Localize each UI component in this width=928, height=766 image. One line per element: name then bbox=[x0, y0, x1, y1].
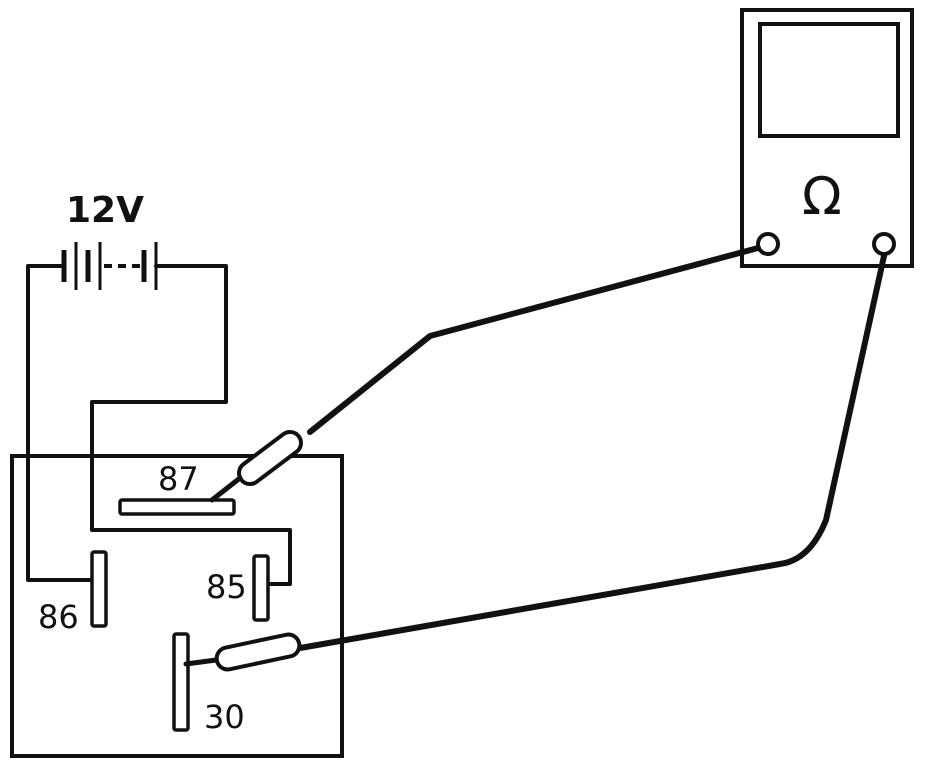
terminal-87 bbox=[118, 498, 236, 516]
terminal-85 bbox=[252, 554, 270, 622]
terminal-85-label: 85 bbox=[206, 568, 247, 606]
battery: 12V bbox=[61, 190, 158, 290]
relay-internal-wire-86 bbox=[26, 454, 96, 582]
terminal-86-label: 86 bbox=[38, 598, 79, 636]
terminal-30-label: 30 bbox=[204, 698, 245, 736]
probe-30-tip bbox=[183, 657, 219, 667]
probe-lead-30 bbox=[297, 253, 887, 651]
terminal-87-label: 87 bbox=[158, 460, 199, 498]
terminal-86 bbox=[90, 550, 108, 628]
ohmmeter-terminal-left bbox=[756, 232, 780, 256]
battery-voltage-label: 12V bbox=[66, 190, 144, 231]
ohmmeter-display bbox=[758, 22, 900, 138]
terminal-30 bbox=[172, 632, 190, 732]
ohm-symbol-icon: Ω bbox=[802, 167, 842, 227]
probe-lead-87 bbox=[307, 245, 761, 435]
ohmmeter-terminal-right bbox=[872, 232, 896, 256]
probe-87-tip bbox=[209, 475, 243, 503]
ohmmeter: Ω bbox=[740, 8, 914, 268]
relay-internal-wire-85 bbox=[90, 454, 292, 586]
